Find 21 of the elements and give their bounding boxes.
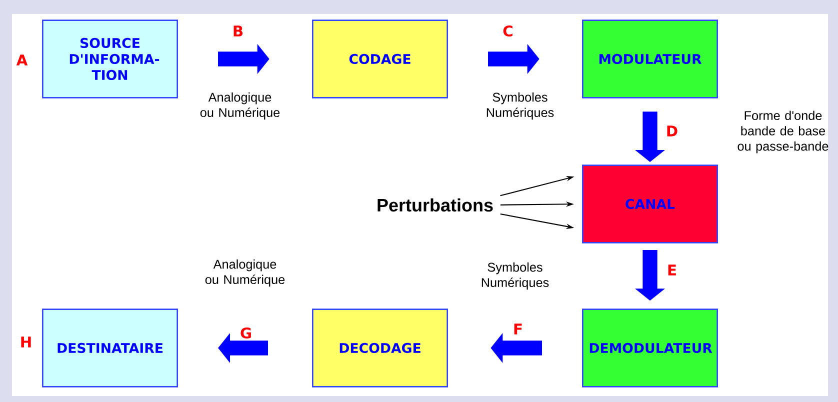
edge-label: F xyxy=(514,324,522,334)
edge-label: D xyxy=(667,126,678,136)
caption-text: Symboles Numériques xyxy=(482,262,549,290)
edge-label: G xyxy=(240,327,251,339)
edge-label: B xyxy=(234,26,243,36)
process-box: DECODAGE xyxy=(312,308,448,388)
letter-label: A xyxy=(16,54,28,66)
process-box: DEMODULATEUR xyxy=(582,308,718,388)
caption-text: Analogique ou Numérique xyxy=(200,92,280,120)
edge-label: C xyxy=(503,25,512,37)
process-box: SOURCE D'INFORMA-TION xyxy=(42,20,178,98)
process-box: DESTINATAIRE xyxy=(42,308,178,388)
caption-text: Forme d'onde bande de base ou passe-bande xyxy=(738,110,828,154)
process-box: CODAGE xyxy=(312,20,448,98)
caption-text: Analogique ou Numérique xyxy=(205,259,285,287)
edge-label: E xyxy=(668,264,676,276)
letter-label: H xyxy=(21,336,31,348)
process-box: CANAL xyxy=(582,164,718,244)
caption-text: Symboles Numériques xyxy=(486,92,554,120)
text-label: Perturbations xyxy=(378,198,493,212)
process-box: MODULATEUR xyxy=(582,20,718,98)
